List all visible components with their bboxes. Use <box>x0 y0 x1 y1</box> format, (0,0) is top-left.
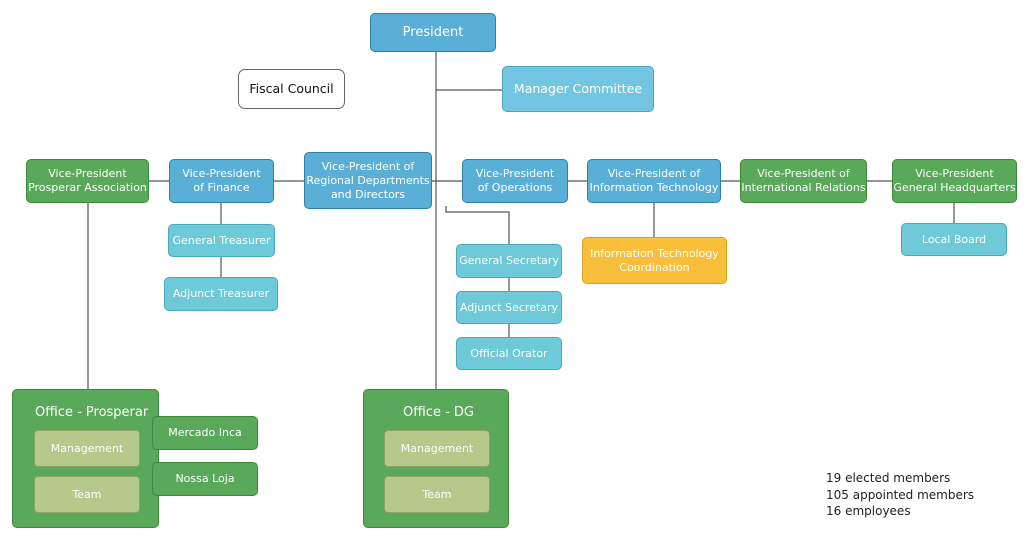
vp-regional-node: Vice-President of Regional Departments a… <box>304 152 432 209</box>
stat-appointed: 105 appointed members <box>826 487 975 502</box>
office-prosperar-team: Team <box>34 476 140 513</box>
fiscal-council-node: Fiscal Council <box>238 69 345 109</box>
official-orator-node: Official Orator <box>456 337 562 370</box>
member-stats: 19 elected members 105 appointed members… <box>826 470 974 520</box>
mercado-inca-node: Mercado Inca <box>152 416 258 450</box>
it-coordination-node: Information Technology Coordination <box>582 237 727 284</box>
general-treasurer-node: General Treasurer <box>168 224 275 257</box>
president-node: President <box>370 13 496 52</box>
manager-committee-node: Manager Committee <box>502 66 654 112</box>
stat-elected: 19 elected members <box>826 471 951 485</box>
adjunct-secretary-node: Adjunct Secretary <box>456 291 562 324</box>
office-dg-title: Office - DG <box>403 405 474 420</box>
office-dg-team: Team <box>384 476 490 513</box>
general-secretary-node: General Secretary <box>456 244 562 278</box>
office-prosperar-title: Office - Prosperar <box>35 405 149 420</box>
office-dg-management: Management <box>384 430 490 467</box>
local-board-node: Local Board <box>901 223 1007 256</box>
office-dg: Office - DG Management Team <box>363 389 509 528</box>
stat-employees: 16 employees <box>826 504 911 518</box>
vp-it-node: Vice-President of Information Technology <box>587 159 721 203</box>
vp-finance-node: Vice-President of Finance <box>169 159 274 203</box>
office-prosperar-management: Management <box>34 430 140 467</box>
vp-operations-node: Vice-President of Operations <box>462 159 568 203</box>
vp-headquarters-node: Vice-President General Headquarters <box>892 159 1017 203</box>
office-prosperar: Office - Prosperar Management Team <box>12 389 159 528</box>
adjunct-treasurer-node: Adjunct Treasurer <box>164 277 278 311</box>
vp-international-node: Vice-President of International Relation… <box>740 159 867 203</box>
vp-prosperar-node: Vice-President Prosperar Association <box>26 159 149 203</box>
nossa-loja-node: Nossa Loja <box>152 462 258 496</box>
